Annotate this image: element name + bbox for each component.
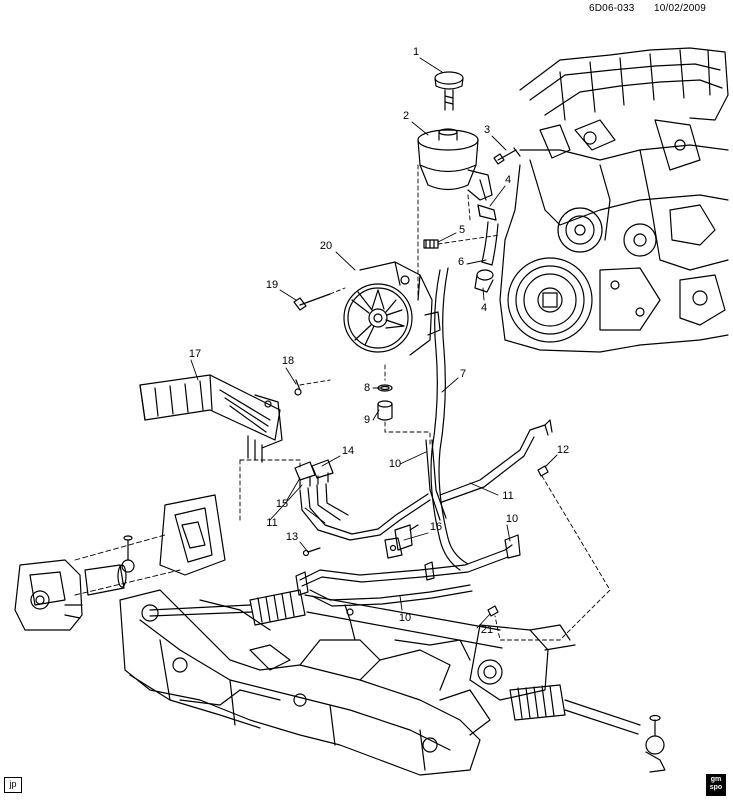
callout-1: 1 xyxy=(412,46,420,58)
callout-11-left: 11 xyxy=(266,517,278,529)
pressure-fitting xyxy=(377,364,431,446)
reference-date: 10/02/2009 xyxy=(654,3,707,14)
callout-2: 2 xyxy=(402,110,410,122)
gm-spo-logo: gm spo xyxy=(706,774,726,796)
callout-19: 19 xyxy=(265,279,279,291)
callout-14: 14 xyxy=(341,445,355,457)
artist-initials-label: jp xyxy=(4,777,22,793)
callout-3: 3 xyxy=(483,124,491,136)
callout-10-right: 10 xyxy=(505,513,519,525)
callout-12: 12 xyxy=(556,444,570,456)
hose-clips xyxy=(294,459,611,641)
callout-7: 7 xyxy=(459,368,467,380)
callout-11-right: 11 xyxy=(502,490,514,502)
reference-code: 6D06-033 xyxy=(589,3,635,14)
callout-10-upper: 10 xyxy=(388,458,402,470)
engine-assembly xyxy=(499,47,729,353)
callout-4-lower: 4 xyxy=(480,302,488,314)
inlet-hose-assembly xyxy=(423,204,501,293)
power-steering-pump xyxy=(293,261,441,356)
hoses xyxy=(295,267,553,607)
subframe xyxy=(119,589,491,776)
callout-13: 13 xyxy=(285,531,299,543)
steering-rack xyxy=(141,589,666,773)
callout-4-upper: 4 xyxy=(504,174,512,186)
callout-9: 9 xyxy=(363,414,371,426)
callout-8: 8 xyxy=(363,382,371,394)
callout-18: 18 xyxy=(281,355,295,367)
oil-cooler xyxy=(139,374,331,521)
left-brackets xyxy=(14,494,226,631)
callout-15: 15 xyxy=(275,498,289,510)
callout-5: 5 xyxy=(458,224,466,236)
callout-20: 20 xyxy=(319,240,333,252)
callout-17: 17 xyxy=(188,348,202,360)
reservoir-assembly xyxy=(417,71,521,301)
callout-10-lower: 10 xyxy=(398,612,412,624)
callout-6: 6 xyxy=(457,256,465,268)
callout-leaders xyxy=(190,57,558,629)
callout-21: 21 xyxy=(480,624,494,636)
callout-16: 16 xyxy=(429,521,443,533)
